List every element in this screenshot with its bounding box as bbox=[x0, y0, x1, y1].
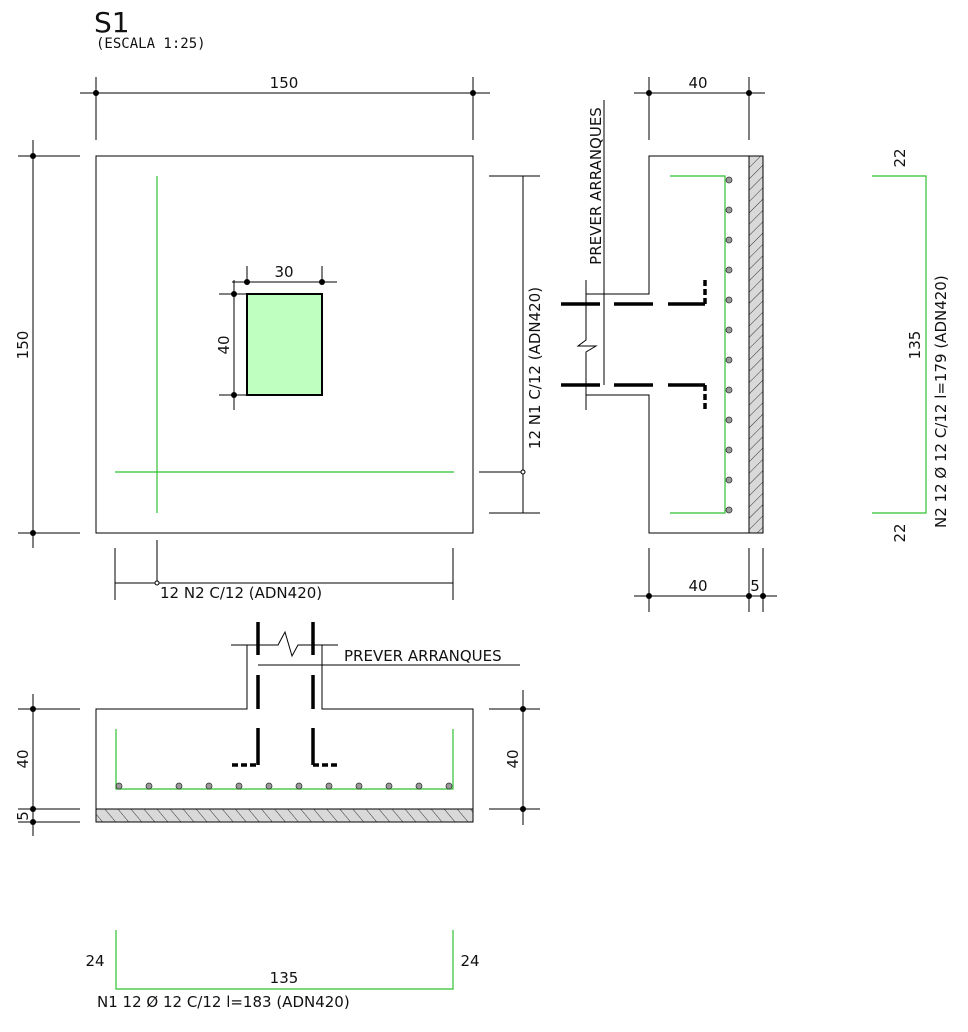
bar-schedule-n2: 22 135 22 N2 12 Ø 12 C/12 l=179 (ADN420) bbox=[872, 148, 950, 543]
rebar-dot bbox=[725, 356, 733, 364]
front-note: PREVER ARRANQUES bbox=[344, 647, 502, 665]
n1-bar-label: N1 12 Ø 12 C/12 l=183 (ADN420) bbox=[97, 993, 350, 1011]
n2-top-hook: 22 bbox=[891, 148, 909, 167]
rebar-dot bbox=[725, 206, 733, 214]
plan-height-label: 150 bbox=[14, 331, 32, 360]
lean-concrete-layer bbox=[748, 155, 764, 534]
rebar-dot bbox=[725, 416, 733, 424]
rebar-dot bbox=[415, 782, 423, 790]
rebar-dot bbox=[445, 782, 453, 790]
rebar-dot bbox=[235, 782, 243, 790]
rebar-dot bbox=[725, 446, 733, 454]
rebar-dot bbox=[325, 782, 333, 790]
side-note: PREVER ARRANQUES bbox=[587, 107, 605, 265]
front-left-dim-small-label: 5 bbox=[14, 811, 32, 821]
front-right-dim-label: 40 bbox=[504, 749, 522, 768]
n1-distribution-dimension: 12 N1 C/12 (ADN420) bbox=[479, 175, 544, 514]
n1-right-hook: 24 bbox=[460, 952, 479, 970]
rebar-dot bbox=[725, 386, 733, 394]
rebar-dots-side bbox=[725, 176, 733, 514]
rebar-n1-side bbox=[670, 175, 726, 514]
rebar-dot bbox=[205, 782, 213, 790]
rebar-dot bbox=[725, 476, 733, 484]
rebar-dot bbox=[385, 782, 393, 790]
rebar-dot bbox=[115, 782, 123, 790]
n2-distribution-dimension: 12 N2 C/12 (ADN420) bbox=[114, 540, 454, 602]
rebar-dot bbox=[265, 782, 273, 790]
n1-length: 135 bbox=[270, 969, 299, 987]
column-section bbox=[246, 293, 323, 396]
lean-concrete-layer-front bbox=[95, 808, 474, 823]
rebar-dots-front bbox=[115, 782, 453, 790]
front-section: PREVER ARRANQUES 40 5 40 bbox=[14, 622, 540, 836]
plan-width-dimension: 150 bbox=[80, 74, 490, 140]
rebar-dot bbox=[295, 782, 303, 790]
rebar-dot bbox=[725, 236, 733, 244]
n2-distribution-label: 12 N2 C/12 (ADN420) bbox=[160, 584, 322, 602]
rebar-dot bbox=[145, 782, 153, 790]
front-left-dim-label: 40 bbox=[14, 749, 32, 768]
front-left-dimension: 40 5 bbox=[14, 694, 80, 836]
plan-height-dimension: 150 bbox=[14, 140, 80, 548]
front-right-dimension: 40 bbox=[489, 690, 540, 825]
column-break-line bbox=[231, 630, 338, 658]
side-top-dimension: 40 bbox=[634, 74, 765, 140]
rebar-dot bbox=[725, 326, 733, 334]
starter-bars-front bbox=[232, 622, 339, 767]
rebar-dot bbox=[725, 176, 733, 184]
n2-bar-label: N2 12 Ø 12 C/12 l=179 (ADN420) bbox=[932, 275, 950, 528]
plan-view: 150 150 30 40 bbox=[14, 74, 544, 602]
bar-schedule-n1: 24 135 24 N1 12 Ø 12 C/12 l=183 (ADN420) bbox=[85, 930, 480, 1011]
side-section-outline bbox=[576, 155, 763, 534]
side-bottom-dim-small-label: 5 bbox=[750, 577, 760, 595]
n1-distribution-label: 12 N1 C/12 (ADN420) bbox=[526, 287, 544, 449]
rebar-dot bbox=[725, 296, 733, 304]
column-width-label: 30 bbox=[274, 263, 293, 281]
drawing-title: S1 bbox=[94, 6, 130, 39]
rebar-dot bbox=[725, 266, 733, 274]
column-width-dimension: 30 bbox=[232, 263, 337, 285]
rebar-n2-front bbox=[115, 729, 454, 790]
drawing-scale: (ESCALA 1:25) bbox=[96, 36, 206, 52]
column-depth-dimension: 40 bbox=[215, 280, 247, 410]
n2-bottom-hook: 22 bbox=[891, 523, 909, 542]
plan-width-label: 150 bbox=[270, 74, 299, 92]
footing-outline bbox=[95, 155, 474, 534]
side-bottom-dim-label: 40 bbox=[688, 577, 707, 595]
starter-bars-side bbox=[561, 280, 707, 410]
rebar-dot bbox=[725, 506, 733, 514]
side-section: 40 PREVER ARRANQUES 40 5 bbox=[561, 74, 777, 612]
n1-left-hook: 24 bbox=[85, 952, 104, 970]
n2-length: 135 bbox=[906, 331, 924, 360]
rebar-dot bbox=[355, 782, 363, 790]
rebar-dot bbox=[175, 782, 183, 790]
side-top-dim-label: 40 bbox=[688, 74, 707, 92]
side-bottom-dimension: 40 5 bbox=[634, 548, 777, 612]
column-depth-label: 40 bbox=[215, 335, 233, 354]
